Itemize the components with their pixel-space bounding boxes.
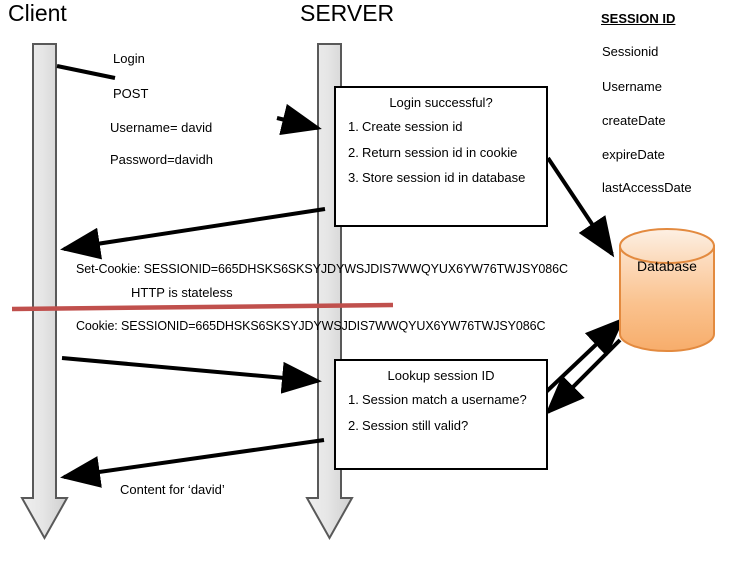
list-item: 2. Session still valid? — [336, 418, 546, 435]
step-number: 2. — [348, 144, 359, 160]
step-number: 1. — [348, 392, 359, 407]
page-title-client: Client — [8, 0, 67, 26]
step-number: 3. — [348, 170, 359, 186]
database-cylinder — [619, 228, 715, 352]
label-http-stateless: HTTP is stateless — [131, 285, 233, 300]
label-content-for-david: Content for ‘david’ — [120, 482, 225, 497]
box-lookup-title: Lookup session ID — [387, 368, 495, 383]
list-item: 2. Return session id in cookie — [336, 145, 546, 162]
session-field-lastaccessdate: lastAccessDate — [602, 180, 692, 195]
step-text: Store session id in database — [362, 170, 526, 186]
arrow-server-to-client-content — [60, 438, 325, 488]
step-text: Return session id in cookie — [362, 144, 518, 160]
arrow-login-post — [56, 64, 116, 80]
label-password: Password=davidh — [110, 152, 213, 167]
label-post: POST — [113, 86, 149, 101]
list-item: 1. Create session id — [336, 119, 546, 136]
step-text: Session still valid? — [362, 417, 469, 433]
page-title-server: SERVER — [300, 0, 395, 26]
database-label-text: Database — [637, 258, 697, 274]
label-set-cookie: Set-Cookie: SESSIONID=665DHSKS6SKSYJDYWS… — [76, 262, 568, 276]
label-username: Username= david — [110, 120, 213, 135]
session-field-username: Username — [602, 79, 662, 94]
session-field-sessionid: Sessionid — [602, 44, 659, 59]
arrow-client-to-server-login — [276, 103, 322, 136]
server-process-box-login: Login successful? 1. Create session id 2… — [334, 86, 548, 227]
arrow-server-to-database-store — [546, 156, 615, 258]
stateless-separator-line — [11, 302, 394, 312]
arrow-server-to-database-lookup — [544, 317, 625, 394]
step-number: 1. — [348, 119, 359, 134]
client-lifeline — [20, 43, 69, 541]
step-text: Create session id — [362, 119, 463, 134]
session-id-heading: SESSION ID — [601, 11, 676, 26]
box-lookup-steps: 1. Session match a username? 2. Session … — [336, 392, 546, 434]
box-login-steps: 1. Create session id 2. Return session i… — [336, 119, 546, 187]
server-process-box-lookup: Lookup session ID 1. Session match a use… — [334, 359, 548, 470]
box-login-title: Login successful? — [389, 95, 493, 110]
list-item: 3. Store session id in database — [336, 170, 546, 187]
arrow-server-to-client-setcookie — [60, 207, 326, 260]
label-login: Login — [113, 51, 145, 66]
arrow-database-to-server-result — [545, 338, 622, 415]
list-item: 1. Session match a username? — [336, 392, 546, 409]
session-field-createdate: createDate — [602, 113, 666, 128]
arrow-client-to-server-cookie — [61, 356, 322, 394]
label-cookie-request: Cookie: SESSIONID=665DHSKS6SKSYJDYWSJDIS… — [76, 319, 546, 333]
session-field-expiredate: expireDate — [602, 147, 665, 162]
step-number: 2. — [348, 417, 359, 433]
step-text: Session match a username? — [362, 392, 527, 407]
